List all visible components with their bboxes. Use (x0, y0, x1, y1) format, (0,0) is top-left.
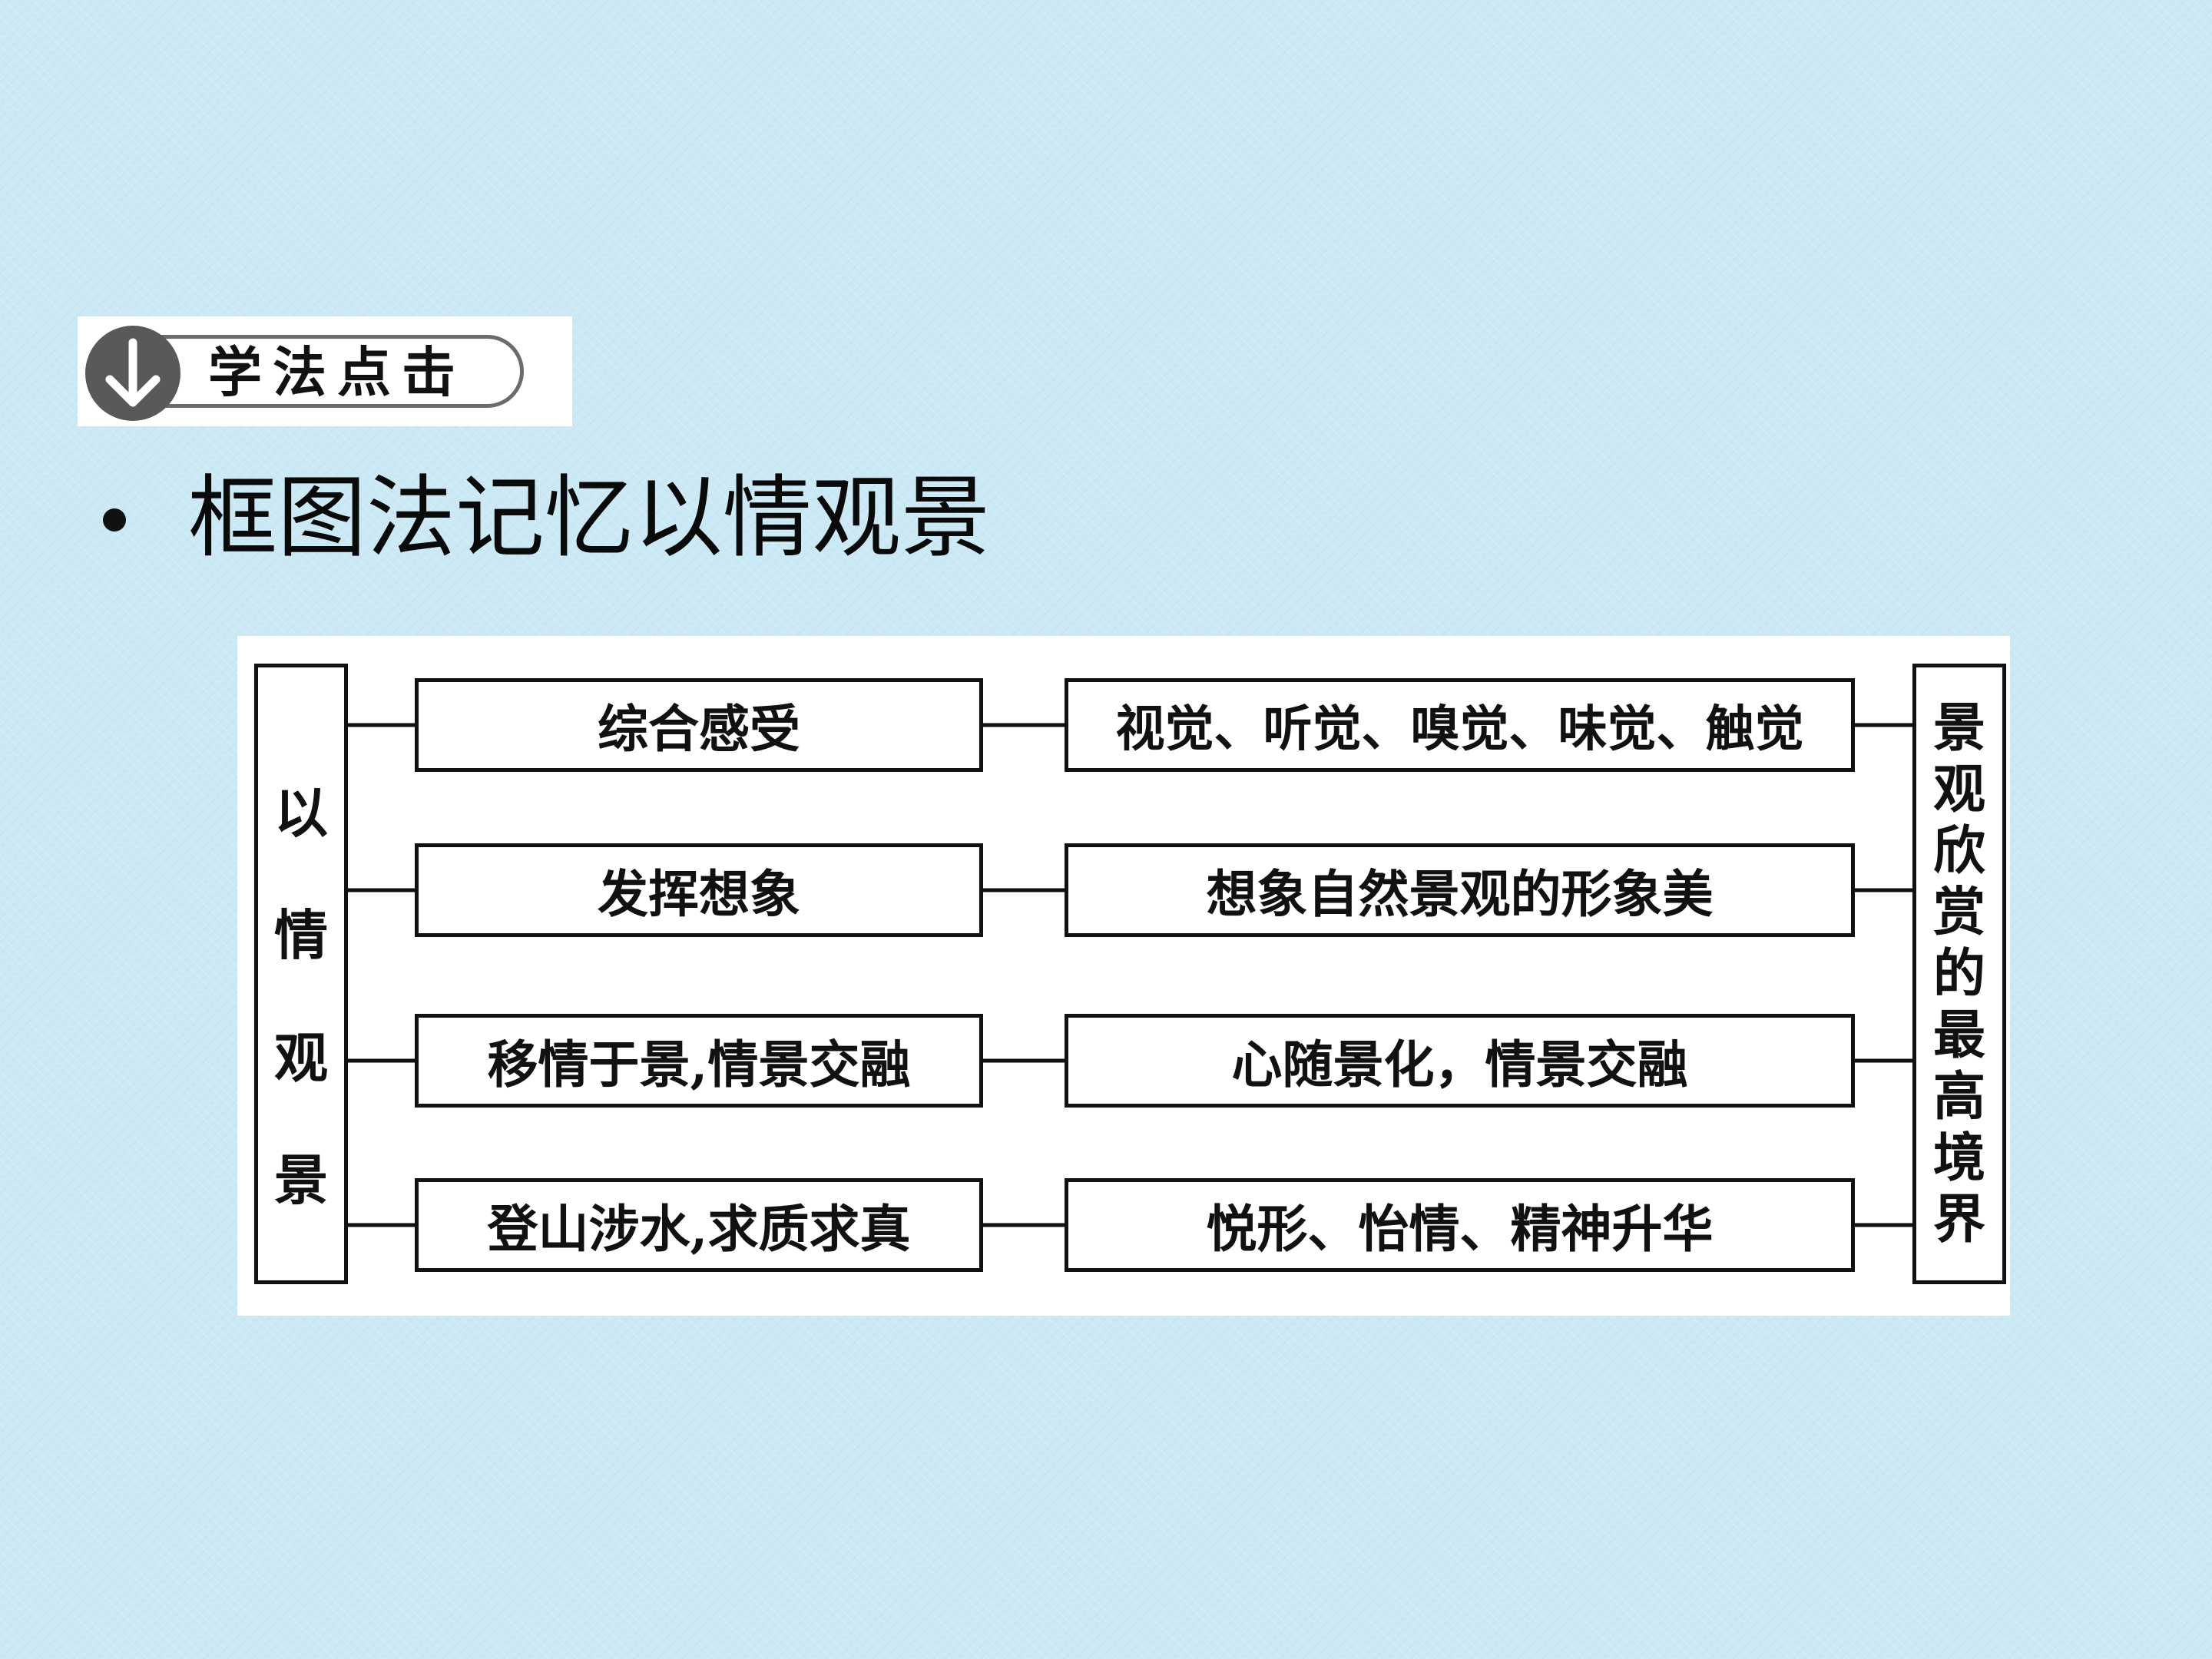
right-label-char: 高 (1932, 1066, 1985, 1128)
title-bullet (103, 508, 126, 531)
right-label-char: 的 (1932, 943, 1985, 1005)
result-box-4: 悦形、怡情、精神升华 (1065, 1178, 1855, 1272)
badge-label: 学法点击 (208, 341, 466, 404)
right-label-char: 赏 (1932, 882, 1985, 943)
right-label-char: 欣 (1932, 820, 1985, 882)
method-box-1: 综合感受 (415, 678, 983, 772)
method-box-4: 登山涉水,求质求真 (415, 1178, 983, 1272)
section-badge: 学法点击 (78, 316, 572, 426)
result-box-2: 想象自然景观的形象美 (1065, 843, 1855, 937)
method-box-2: 发挥想象 (415, 843, 983, 937)
result-box-3: 心随景化，情景交融 (1065, 1014, 1855, 1108)
right-label-char: 界 (1932, 1189, 1985, 1250)
left-label-char: 以 (274, 781, 328, 845)
down-arrow-icon (85, 326, 180, 421)
result-box-1: 视觉、听觉、嗅觉、味觉、触觉 (1065, 678, 1855, 772)
left-label-char: 观 (274, 1025, 328, 1090)
right-goal-box: 景 观 欣 赏 的 最 高 境 界 (1912, 664, 2006, 1284)
left-label-char: 情 (274, 903, 328, 968)
left-label-char: 景 (274, 1147, 328, 1212)
right-label-char: 景 (1932, 697, 1985, 759)
right-label-char: 境 (1932, 1128, 1985, 1189)
concept-diagram: 以 情 观 景 综合感受 视觉、听觉、嗅觉、味觉、触觉 发挥想象 想象自然景观的… (237, 636, 2010, 1316)
right-label-char: 最 (1932, 1005, 1985, 1066)
page-title: 框图法记忆以情观景 (188, 466, 990, 570)
connector-lines (348, 723, 1912, 1227)
left-category-box: 以 情 观 景 (254, 664, 348, 1284)
right-label-char: 观 (1932, 759, 1985, 820)
method-box-3: 移情于景,情景交融 (415, 1014, 983, 1108)
